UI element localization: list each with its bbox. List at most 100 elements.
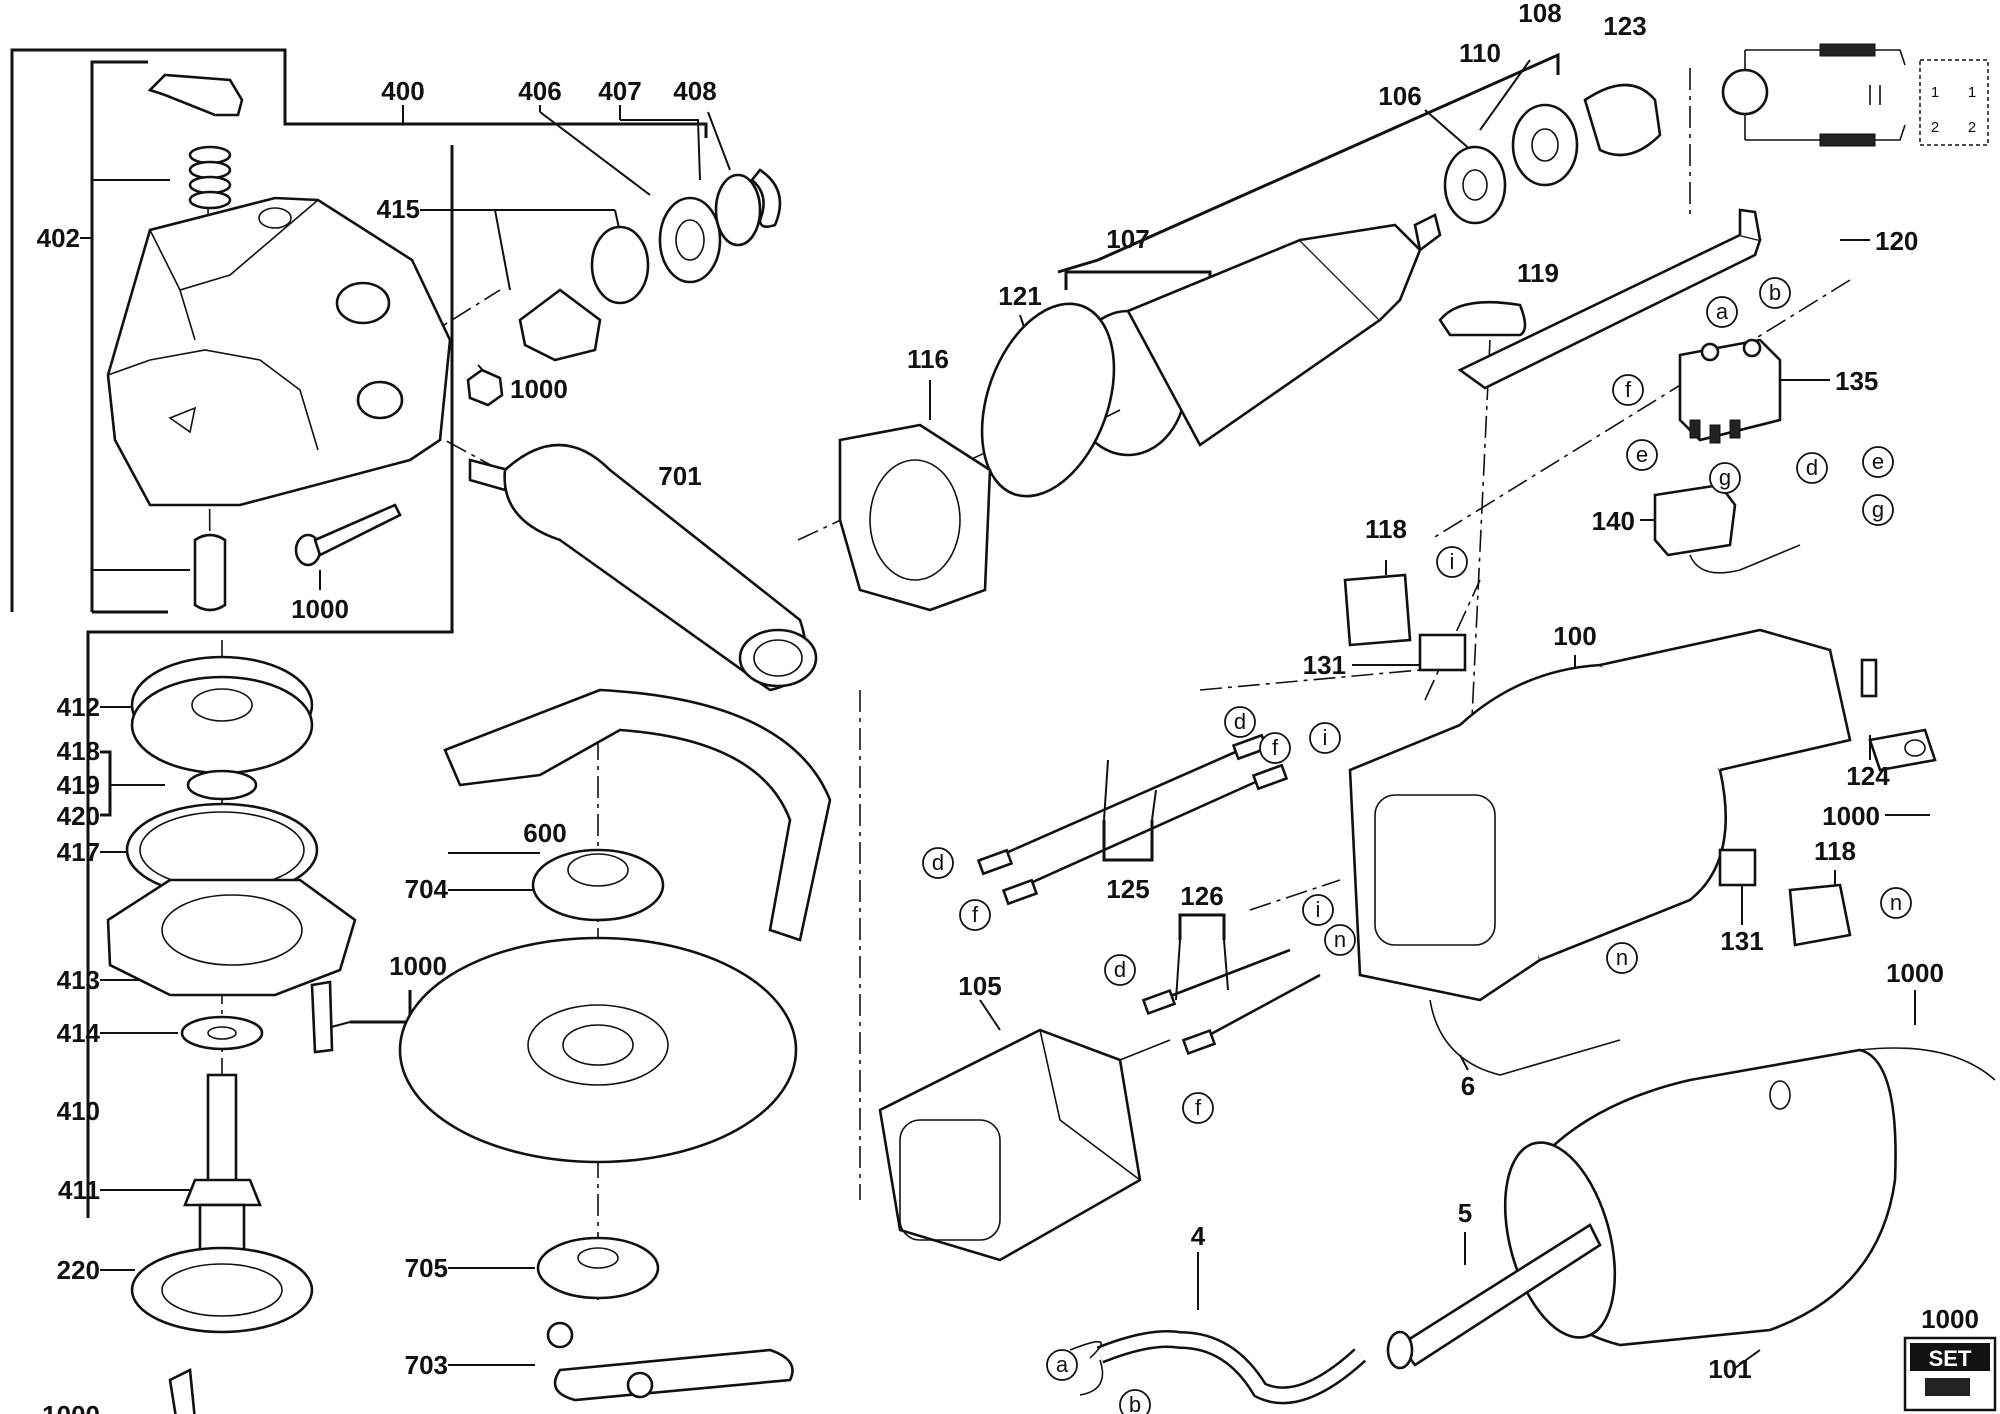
part-number-c408: 408 bbox=[673, 76, 716, 106]
wire-tag-t-d4: d bbox=[1104, 954, 1136, 986]
part-number-c5: 5 bbox=[1458, 1198, 1472, 1228]
part-number-c411: 411 bbox=[58, 1175, 100, 1205]
part-number-c415: 415 bbox=[377, 194, 420, 224]
wire-tag-circle bbox=[1224, 706, 1256, 738]
wire-tag-letter: n bbox=[1334, 927, 1346, 952]
part-number-c108: 108 bbox=[1518, 0, 1561, 28]
part-number-c420: 420 bbox=[57, 801, 100, 831]
connection-wires bbox=[976, 733, 1321, 1056]
wire-tag-circle bbox=[1182, 1092, 1214, 1124]
wire-tag-letter: n bbox=[1890, 890, 1902, 915]
gear-head-housing bbox=[106, 196, 452, 507]
part-number-c1000a: 1000 bbox=[510, 374, 568, 404]
part-number-c417: 417 bbox=[57, 837, 100, 867]
part-number-c418: 418 bbox=[57, 736, 100, 766]
wire-tag-circle bbox=[1436, 546, 1468, 578]
part-number-c120: 120 bbox=[1875, 226, 1918, 256]
part-number-c701: 701 bbox=[658, 461, 701, 491]
part-number-c135: 135 bbox=[1835, 366, 1878, 396]
wire-tag-t-d1: d bbox=[1796, 452, 1828, 484]
part-number-c1000f: 1000 bbox=[1886, 958, 1944, 988]
clamping-nut bbox=[536, 1236, 660, 1300]
switch-terminal-number: 2 bbox=[1931, 119, 1939, 136]
part-number-c121: 121 bbox=[998, 281, 1041, 311]
part-number-c705: 705 bbox=[405, 1253, 448, 1283]
wire-tag-circle bbox=[1104, 954, 1136, 986]
wire-tag-t-b2: b bbox=[1119, 1389, 1151, 1414]
wire-tag-letter: b bbox=[1129, 1392, 1141, 1414]
wire-tag-letter: g bbox=[1872, 497, 1884, 522]
wire-tag-t-n2: n bbox=[1880, 887, 1912, 919]
switch-rod bbox=[1438, 208, 1762, 390]
wire-tag-letter: i bbox=[1450, 549, 1455, 574]
wire-tag-t-g2: g bbox=[1862, 494, 1894, 526]
cord-guard bbox=[1386, 1223, 1602, 1370]
wire-tag-circle bbox=[1309, 722, 1341, 754]
part-number-c6: 6 bbox=[1461, 1071, 1475, 1101]
part-number-c703: 703 bbox=[405, 1350, 448, 1380]
part-number-c1000c: 1000 bbox=[1822, 801, 1880, 831]
part-number-c131b: 131 bbox=[1720, 926, 1763, 956]
wire-tag-letter: f bbox=[972, 902, 979, 927]
motor-housing bbox=[1348, 628, 1878, 1002]
wire-tag-t-i2: i bbox=[1309, 722, 1341, 754]
part-number-c110: 110 bbox=[1459, 38, 1501, 68]
wire-tag-t-i1: i bbox=[1436, 546, 1468, 578]
part-number-c118a: 118 bbox=[1365, 514, 1407, 544]
outer-flange bbox=[531, 848, 665, 922]
fan-baffle-and-ring bbox=[838, 302, 1116, 612]
wire-tag-letter: e bbox=[1872, 449, 1884, 474]
part-number-c106: 106 bbox=[1378, 81, 1421, 111]
wire-tag-circle bbox=[1880, 887, 1912, 919]
grinding-disc bbox=[398, 936, 798, 1164]
wire-tag-circle bbox=[1759, 277, 1791, 309]
wire-tag-t-n1: n bbox=[1324, 924, 1356, 956]
wire-tag-letter: i bbox=[1323, 725, 1328, 750]
part-number-c140: 140 bbox=[1592, 506, 1635, 536]
gear-assembly bbox=[106, 655, 357, 1414]
rear-housing bbox=[1503, 1047, 1996, 1347]
part-number-c412: 412 bbox=[57, 692, 100, 722]
wire-tag-t-n3: n bbox=[1606, 942, 1638, 974]
part-number-c1000d: 1000 bbox=[42, 1400, 100, 1414]
rear-bearings bbox=[1443, 83, 1662, 225]
wire-tag-t-f3: f bbox=[959, 899, 991, 931]
wire-tag-t-e2: e bbox=[1862, 446, 1894, 478]
wire-tag-t-d2: d bbox=[1224, 706, 1256, 738]
spindle-lock-parts bbox=[147, 73, 244, 612]
part-number-c100: 100 bbox=[1553, 621, 1596, 651]
wire-tag-circle bbox=[1612, 374, 1644, 406]
part-number-c126: 126 bbox=[1180, 881, 1223, 911]
switch-terminal-number: 1 bbox=[1968, 84, 1976, 101]
switch-terminal-number: 1 bbox=[1931, 84, 1939, 101]
stator bbox=[878, 1028, 1171, 1262]
part-number-c116: 116 bbox=[907, 344, 949, 374]
wire-tag-circle bbox=[1302, 894, 1334, 926]
wire-tag-t-e1: e bbox=[1626, 439, 1658, 471]
wire-tag-t-a2: a bbox=[1046, 1349, 1078, 1381]
screw-set-icon: SET bbox=[1903, 1336, 1997, 1412]
part-number-c105: 105 bbox=[958, 971, 1001, 1001]
wiring-schematic bbox=[1721, 43, 1989, 147]
part-number-c118b: 118 bbox=[1814, 836, 1856, 866]
part-number-c220: 220 bbox=[57, 1255, 100, 1285]
part-number-c123: 123 bbox=[1603, 11, 1646, 41]
part-number-c101: 101 bbox=[1708, 1354, 1751, 1384]
power-cord bbox=[1069, 1330, 1367, 1405]
wire-tag-t-f2: f bbox=[1259, 732, 1291, 764]
wire-tag-circle bbox=[922, 847, 954, 879]
part-number-c414: 414 bbox=[57, 1018, 101, 1048]
part-number-c600: 600 bbox=[523, 818, 566, 848]
part-number-c402: 402 bbox=[37, 223, 80, 253]
wire-tag-t-f4: f bbox=[1182, 1092, 1214, 1124]
wire-tag-circle bbox=[1046, 1349, 1078, 1381]
wire-tag-t-f1: f bbox=[1612, 374, 1644, 406]
spanner bbox=[546, 1321, 794, 1402]
switch bbox=[1678, 338, 1782, 444]
wire-tag-t-i3: i bbox=[1302, 894, 1334, 926]
wire-tag-t-a1: a bbox=[1706, 296, 1738, 328]
housing-screw bbox=[294, 503, 402, 567]
